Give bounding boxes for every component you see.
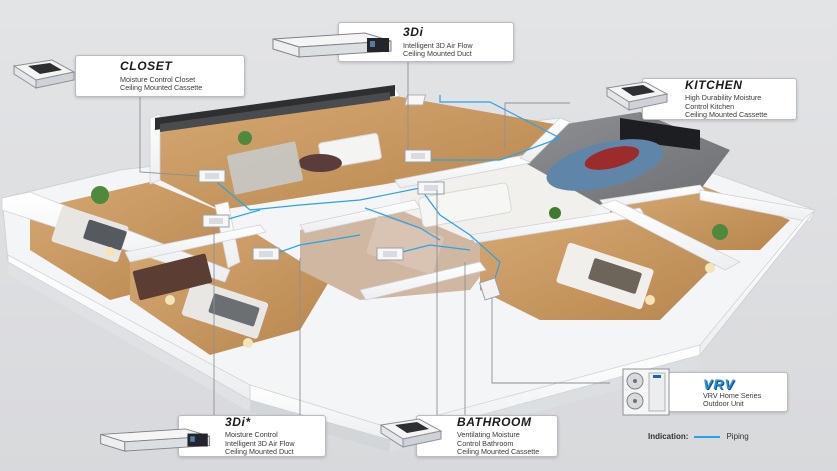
ceiling-cassette-icon [605, 81, 669, 111]
callout-line: Outdoor Unit [703, 399, 744, 409]
callout-title: VRV [703, 375, 735, 392]
callout-bathroom: BATHROOM Ventilating Moisture Control Ba… [379, 414, 558, 457]
unit-living-cassette [404, 149, 432, 163]
callout-line: Ceiling Mounted Cassette [120, 82, 203, 92]
legend: Indication: Piping [648, 432, 749, 441]
ceiling-duct-icon [100, 428, 211, 452]
callout-kitchen: KITCHEN High Durability Moisture Control… [605, 77, 797, 120]
callout-line: High Durability Moisture [685, 93, 762, 103]
unit-wall-box [478, 277, 502, 301]
callout-line: Control Kitchen [685, 101, 735, 111]
balcony-railing [155, 85, 395, 132]
ceiling-cassette-icon [12, 59, 76, 89]
callout-line: Ceiling Mounted Cassette [457, 447, 540, 457]
callout-title: 3Di [403, 24, 424, 39]
callout-3di-bottom: 3Di* Moisture Control Intelligent 3D Air… [100, 414, 326, 457]
callout-title: CLOSET [120, 58, 173, 73]
callout-line: Ceiling Mounted Cassette [685, 110, 768, 120]
callout-line: VRV Home Series [703, 390, 762, 400]
garage [520, 112, 730, 205]
unit-bedroom2-cassette [252, 247, 280, 261]
ceiling-cassette-icon [379, 418, 443, 448]
callout-title: BATHROOM [457, 414, 532, 429]
unit-bathroom-cassette [376, 247, 404, 261]
unit-closet-cassette [198, 169, 226, 183]
callout-line: Moisture Control Closet [120, 74, 196, 84]
callout-line: Ceiling Mounted Duct [225, 447, 294, 457]
legend-piping-swatch [694, 435, 721, 438]
callout-title: KITCHEN [685, 77, 743, 92]
callout-3di-top: 3Di Intelligent 3D Air Flow Ceiling Moun… [272, 22, 514, 62]
callout-line: Ceiling Mounted Duct [403, 48, 472, 58]
callout-vrv: VRV VRV Home Series Outdoor Unit [622, 368, 788, 416]
unit-kitchen-cassette [404, 94, 427, 106]
callout-line: Control Bathroom [457, 438, 514, 448]
unit-hall-cassette [417, 181, 445, 195]
indoor-units [198, 94, 502, 301]
callout-line: Moisture Control [225, 430, 278, 440]
leader-lines [139, 60, 610, 415]
outdoor-unit-icon [622, 368, 670, 416]
callout-title: 3Di* [225, 414, 251, 429]
unit-bedroom-cassette [202, 214, 230, 228]
legend-item: Piping [726, 432, 749, 441]
ceiling-duct-icon [272, 32, 392, 58]
callout-line: Intelligent 3D Air Flow [225, 438, 295, 448]
legend-label: Indication: [648, 432, 689, 441]
callout-closet: CLOSET Moisture Control Closet Ceiling M… [12, 55, 245, 97]
callout-line: Intelligent 3D Air Flow [403, 40, 473, 50]
callout-line: Ventilating Moisture [457, 430, 520, 440]
